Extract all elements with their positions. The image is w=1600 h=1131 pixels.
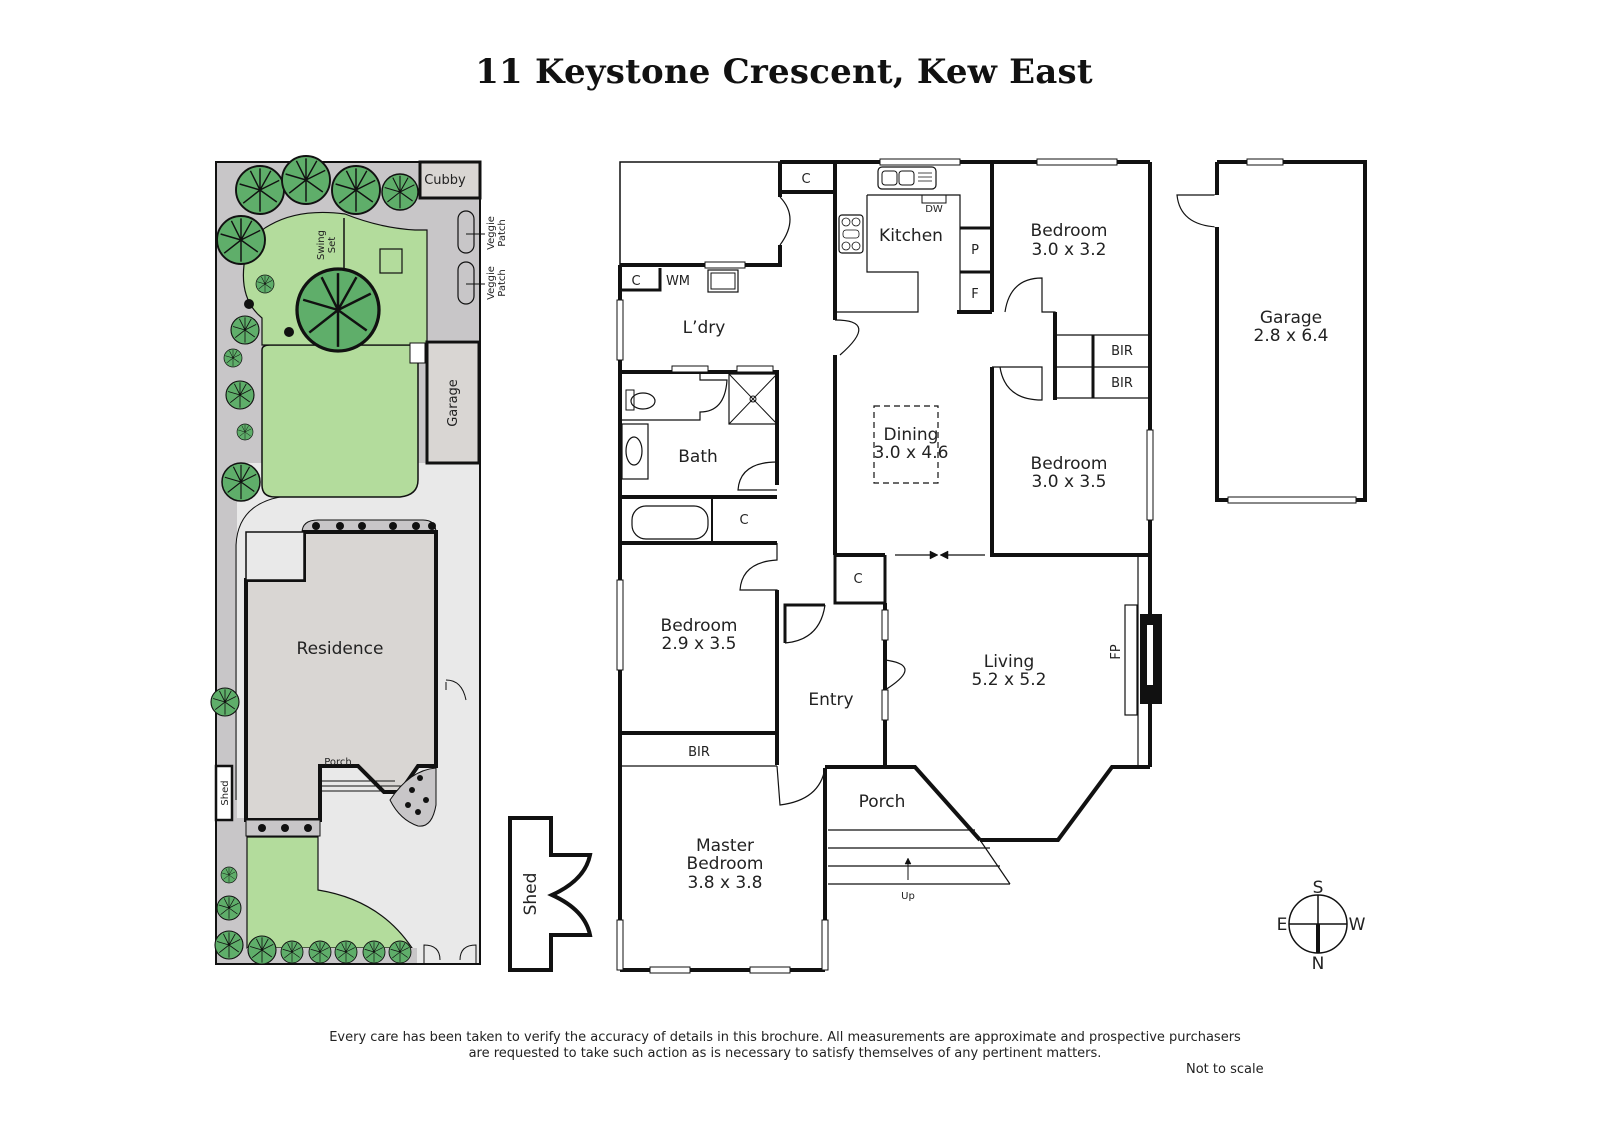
disclaimer: Every care has been taken to verify the … (240, 1030, 1330, 1062)
sandpit (379, 248, 403, 274)
bedroom-size: 3.0 x 3.5 (1032, 472, 1107, 492)
veggie-patch-label: Patch (497, 269, 508, 296)
site-garage-label: Garage (446, 379, 461, 427)
entry-label: Entry (808, 690, 853, 710)
bir-label: BIR (1111, 344, 1133, 359)
disclaimer-line-2: are requested to take such action as is … (468, 1046, 1102, 1061)
site-shed (214, 764, 234, 822)
living-size: 5.2 x 5.2 (972, 670, 1047, 690)
master-bedroom-label: Master (696, 836, 754, 856)
closet-label: C (853, 572, 862, 587)
bedroom-label: Bedroom (1031, 454, 1108, 474)
house-floor-plan (508, 158, 1367, 974)
stairs-up-label: Up (901, 891, 915, 902)
residence-label: Residence (297, 639, 384, 659)
garage-label: Garage (1260, 308, 1322, 328)
fireplace-label: FP (1109, 644, 1124, 659)
compass-north: N (1312, 954, 1325, 974)
compass-west: W (1349, 915, 1366, 935)
kitchen-label: Kitchen (879, 226, 943, 246)
dining-size: 3.0 x 4.6 (874, 443, 949, 463)
fridge-label: F (971, 287, 978, 302)
pantry-label: P (971, 243, 979, 258)
veggie-patch-label: Veggie (486, 216, 497, 250)
compass-icon: S N E W (1277, 878, 1366, 974)
dishwasher-label: DW (925, 204, 943, 215)
master-bedroom-label: Bedroom (687, 854, 764, 874)
site-porch-label: Porch (324, 757, 352, 768)
swing-set-label: Swing (316, 230, 327, 260)
page-title: 11 Keystone Crescent, Kew East (475, 52, 1093, 92)
garage-size: 2.8 x 6.4 (1254, 326, 1329, 346)
compass-east: E (1277, 915, 1288, 935)
bedroom-size: 2.9 x 3.5 (662, 634, 737, 654)
disclaimer-line-1: Every care has been taken to verify the … (329, 1030, 1241, 1045)
site-garage (425, 340, 481, 465)
porch-label: Porch (859, 792, 906, 812)
veggie-patch-label: Patch (497, 219, 508, 246)
scale-note: Not to scale (1186, 1062, 1264, 1077)
bedroom-label: Bedroom (661, 616, 738, 636)
shed-label: Shed (521, 873, 541, 916)
dining-label: Dining (884, 425, 939, 445)
room-labels: C C WM DW Kitchen P F L’dry Bath C Bedro… (521, 172, 1328, 915)
closet-label: C (739, 513, 748, 528)
cubby (418, 160, 482, 200)
compass-south: S (1313, 878, 1324, 898)
bir-label: BIR (1111, 376, 1133, 391)
washing-machine-label: WM (666, 274, 690, 289)
laundry-label: L’dry (683, 318, 726, 338)
cubby-label: Cubby (424, 173, 466, 188)
closet-label: C (631, 274, 640, 289)
closet-label: C (801, 172, 810, 187)
swing-set-label: Set (327, 237, 338, 254)
bath-label: Bath (678, 447, 718, 467)
site-shed-label: Shed (220, 780, 231, 805)
master-bedroom-size: 3.8 x 3.8 (688, 873, 763, 893)
bir-label: BIR (688, 745, 710, 760)
site-plan: Cubby Veggie Patch Veggie Patch Swing Se… (210, 155, 508, 965)
bedroom-size: 3.0 x 3.2 (1032, 240, 1107, 260)
veggie-patch-label: Veggie (486, 266, 497, 300)
living-label: Living (984, 652, 1035, 672)
bedroom-label: Bedroom (1031, 221, 1108, 241)
